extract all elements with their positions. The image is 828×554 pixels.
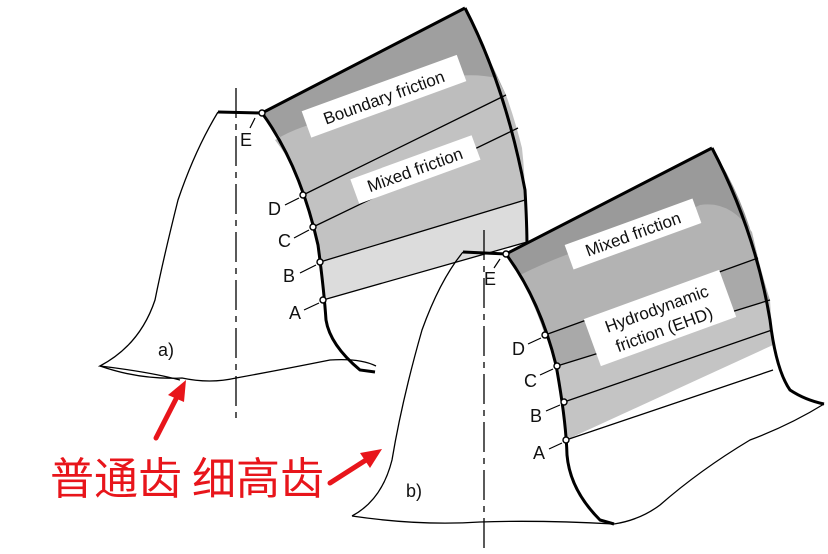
- tooth-a-point-e: E: [240, 130, 252, 150]
- tooth-a-label: a): [158, 340, 174, 360]
- tooth-b-point-d: D: [512, 339, 525, 359]
- standard-tooth-arrow: [153, 392, 181, 441]
- tooth-b-mixed-box: [564, 198, 702, 270]
- high-tooth-arrowhead: [360, 449, 382, 468]
- tooth-b-point-e: E: [484, 269, 496, 289]
- tooth-b-ehd-box: [583, 269, 737, 367]
- tooth-a-boundary-box: [301, 54, 467, 138]
- tooth-b: Mixed friction Hydrodynamic friction (EH…: [351, 146, 825, 550]
- annotation-arrows: [153, 380, 382, 486]
- tooth-a-point-b: B: [283, 266, 295, 286]
- tooth-b-zone-mixed-light: [520, 204, 758, 335]
- tooth-b-left-profile: [351, 251, 464, 517]
- tooth-a-point-c: C: [278, 231, 291, 251]
- tooth-b-root-curve: [351, 403, 825, 525]
- high-tooth-caption: 细高齿: [192, 454, 324, 505]
- tooth-a-left-profile: [97, 111, 219, 381]
- tooth-a-zone-boundary-light: [275, 75, 506, 195]
- tooth-b-flank-edge: [504, 253, 615, 526]
- tooth-a-mixed-box: [350, 135, 481, 204]
- tooth-a-point-d: D: [268, 199, 281, 219]
- tooth-a-contact-points: [258, 109, 327, 304]
- tooth-a-flank-edge: [260, 112, 376, 374]
- high-tooth-arrow: [327, 457, 369, 486]
- tooth-a-point-a: A: [289, 303, 301, 323]
- tooth-b-point-b: B: [530, 406, 542, 426]
- tooth-b-contact-points: [502, 250, 570, 444]
- tooth-a-zone-lower: [320, 200, 527, 300]
- tooth-b-back-edge: [710, 147, 825, 406]
- standard-tooth-caption: 普通齿: [50, 454, 182, 505]
- tooth-b-zone-lower: [557, 300, 773, 440]
- standard-tooth-arrowhead: [168, 380, 186, 402]
- tooth-b-point-c: C: [524, 371, 537, 391]
- tooth-a-root-curve: [99, 358, 377, 382]
- tooth-b-label: b): [406, 481, 422, 501]
- tooth-a-back-edge: [463, 7, 529, 249]
- tooth-a: Boundary friction Mixed friction E D C B…: [97, 6, 529, 418]
- tooth-b-point-a: A: [533, 443, 545, 463]
